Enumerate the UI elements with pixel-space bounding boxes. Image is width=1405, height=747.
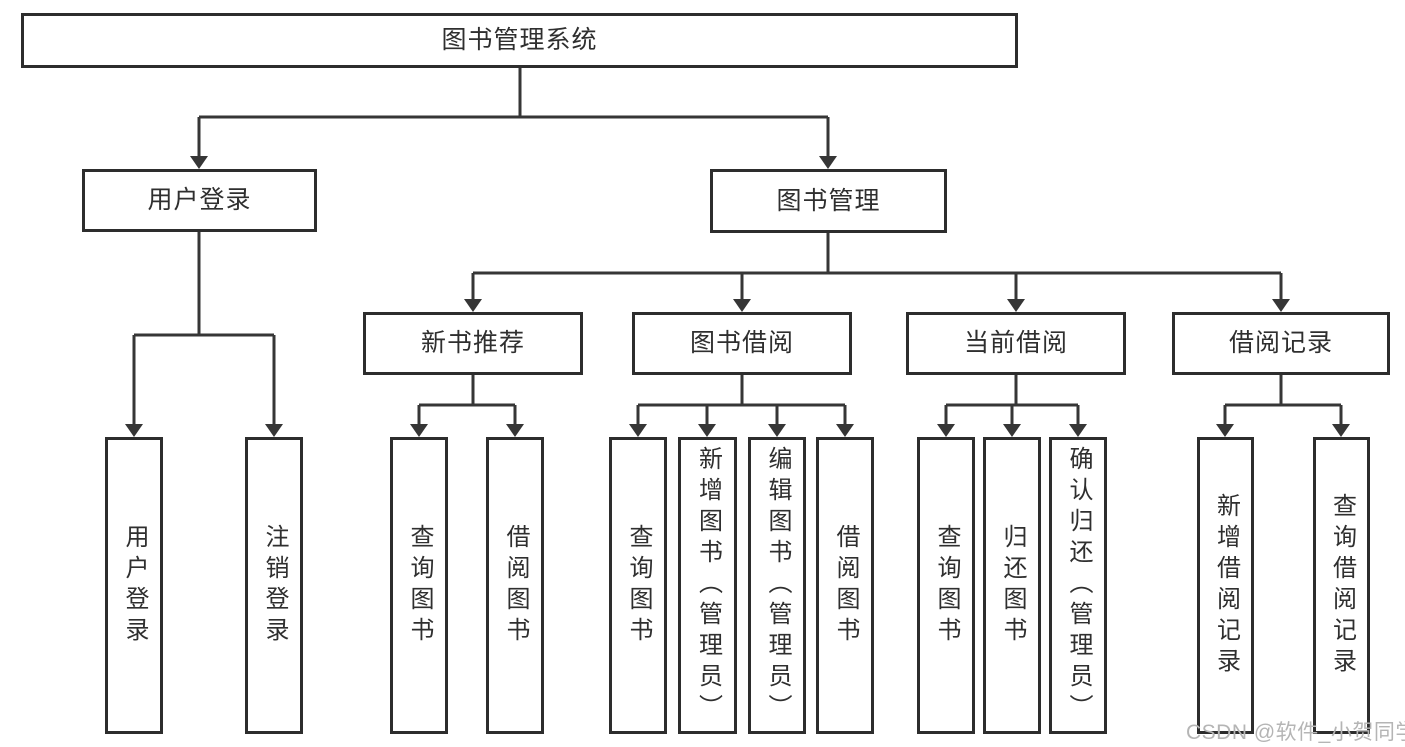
leaf-edit-book-admin: 编辑图书（管理员） bbox=[748, 437, 806, 734]
arrowhead-icon bbox=[733, 299, 751, 312]
connector-current-borrowing bbox=[944, 375, 1080, 425]
arrowhead-icon bbox=[768, 424, 786, 437]
leaf-return-books: 归还图书 bbox=[983, 437, 1041, 734]
connector-root bbox=[197, 68, 830, 157]
arrowhead-icon bbox=[819, 156, 837, 169]
leaf-confirm-return-admin: 确认归还（管理员） bbox=[1049, 437, 1107, 734]
arrowhead-icon bbox=[1272, 299, 1290, 312]
leaf-query-books-current: 查询图书 bbox=[917, 437, 975, 734]
arrowhead-icon bbox=[937, 424, 955, 437]
arrowhead-icon bbox=[1332, 424, 1350, 437]
arrowhead-icon bbox=[464, 299, 482, 312]
node-library-management-system: 图书管理系统 bbox=[21, 13, 1018, 68]
arrowhead-icon bbox=[1216, 424, 1234, 437]
leaf-add-borrow-record: 新增借阅记录 bbox=[1197, 437, 1254, 734]
arrowhead-icon bbox=[506, 424, 524, 437]
arrowhead-icon bbox=[125, 424, 143, 437]
connector-borrowing-records bbox=[1223, 375, 1343, 425]
arrowhead-icon bbox=[410, 424, 428, 437]
node-borrowing-records: 借阅记录 bbox=[1172, 312, 1390, 375]
leaf-query-books-borrowing: 查询图书 bbox=[609, 437, 667, 734]
leaf-add-book-admin: 新增图书（管理员） bbox=[678, 437, 737, 734]
leaf-borrow-books-recommend: 借阅图书 bbox=[486, 437, 544, 734]
leaf-borrow-books-borrowing: 借阅图书 bbox=[816, 437, 874, 734]
leaf-query-books-recommend: 查询图书 bbox=[390, 437, 448, 734]
watermark-csdn: CSDN @软件_小贺同学 bbox=[1186, 721, 1405, 744]
arrowhead-icon bbox=[1003, 424, 1021, 437]
arrowhead-icon bbox=[1069, 424, 1087, 437]
arrowhead-icon bbox=[629, 424, 647, 437]
node-user-login: 用户登录 bbox=[82, 169, 317, 232]
connector-new-book bbox=[417, 375, 517, 425]
arrowhead-icon bbox=[698, 424, 716, 437]
leaf-logout: 注销登录 bbox=[245, 437, 303, 734]
node-book-borrowing: 图书借阅 bbox=[632, 312, 852, 375]
arrowhead-icon bbox=[836, 424, 854, 437]
connector-user-login bbox=[132, 232, 276, 425]
leaf-user-login: 用户登录 bbox=[105, 437, 163, 734]
arrowhead-icon bbox=[265, 424, 283, 437]
node-current-borrowing: 当前借阅 bbox=[906, 312, 1126, 375]
connector-book-borrowing bbox=[636, 375, 847, 425]
arrowhead-icon bbox=[190, 156, 208, 169]
leaf-query-borrow-record: 查询借阅记录 bbox=[1313, 437, 1370, 734]
node-book-management: 图书管理 bbox=[710, 169, 947, 233]
node-new-book-recommendation: 新书推荐 bbox=[363, 312, 583, 375]
arrowhead-icon bbox=[1007, 299, 1025, 312]
connector-book-management bbox=[471, 233, 1283, 300]
